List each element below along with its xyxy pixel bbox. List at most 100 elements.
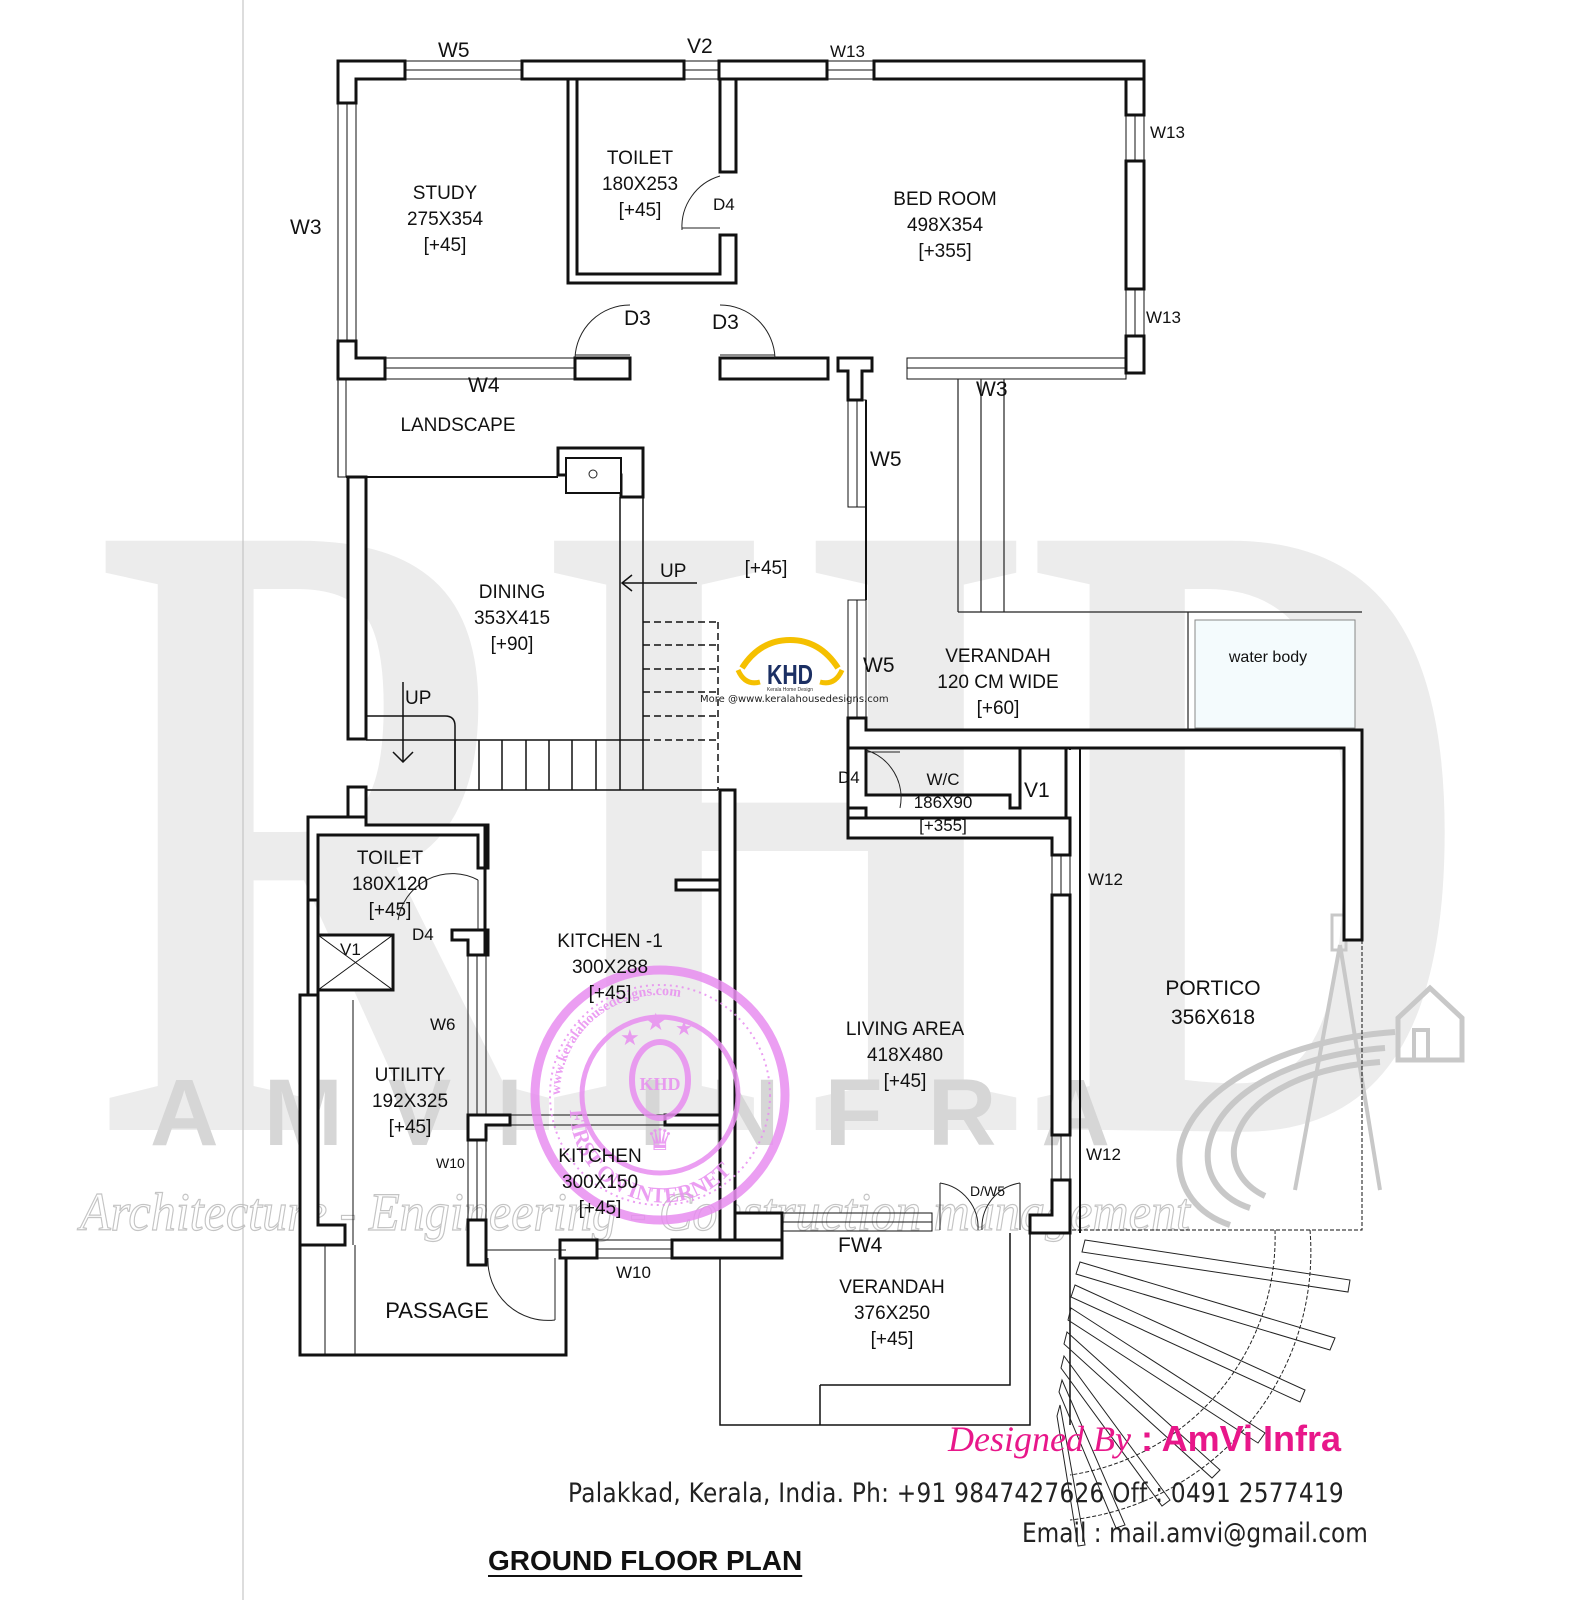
room-size: 180X253 <box>602 174 678 195</box>
room-kitchen: KITCHEN 300X150 [+45] <box>558 1146 641 1219</box>
star-icon: ★ <box>620 1025 640 1050</box>
room-size: 120 CM WIDE <box>937 672 1058 693</box>
room-size: 498X354 <box>907 215 984 236</box>
window-tag-w3: W3 <box>976 378 1008 401</box>
door-window-tag-dw5: D/W5 <box>970 1183 1005 1199</box>
room-portico: PORTICO 356X618 <box>1165 977 1260 1029</box>
door-tag-d4: D4 <box>713 195 735 214</box>
room-name: LIVING AREA <box>846 1019 965 1040</box>
door-tag-d4: D4 <box>838 768 860 787</box>
room-size: 275X354 <box>407 209 484 230</box>
room-size: 418X480 <box>867 1045 943 1066</box>
designed-by-label: Designed By <box>948 1419 1131 1459</box>
room-toilet-lower: TOILET 180X120 [+45] <box>352 848 428 921</box>
khd-logo-subtitle: Kerala Home Design <box>767 687 813 693</box>
designer-email: Email : mail.amvi@gmail.com <box>1022 1518 1368 1549</box>
room-level: [+45] <box>579 1198 622 1219</box>
window-tag-w13: W13 <box>1150 123 1185 142</box>
room-name: KITCHEN <box>558 1146 641 1167</box>
designed-by: Designed By : AmVi Infra <box>948 1418 1341 1460</box>
ventilator-tag-v2: V2 <box>687 35 713 58</box>
door-tag-d4: D4 <box>412 925 434 944</box>
outline-lines <box>337 379 1362 730</box>
window-tag-w4: W4 <box>468 374 500 397</box>
room-level: [+45] <box>389 1117 432 1138</box>
room-level: [+45] <box>589 983 632 1004</box>
window-tag-w3: W3 <box>290 216 322 239</box>
ventilator-tag-v1: V1 <box>340 940 361 959</box>
window-tag-w5: W5 <box>870 448 902 471</box>
room-name: water body <box>1228 649 1307 666</box>
room-name: KITCHEN -1 <box>557 931 663 952</box>
room-size: 376X250 <box>854 1303 930 1324</box>
stamp-center-text: KHD <box>639 1074 680 1094</box>
staircase <box>366 574 719 791</box>
room-name: DINING <box>479 582 546 603</box>
room-passage: PASSAGE <box>385 1298 489 1323</box>
room-level: [+45] <box>619 200 662 221</box>
designed-by-separator: : <box>1130 1418 1162 1459</box>
room-water-body: water body <box>1228 649 1307 666</box>
room-size: 356X618 <box>1171 1006 1255 1029</box>
water-body-area <box>1194 619 1356 729</box>
stair-up-label: UP <box>405 688 431 709</box>
drawing-title: GROUND FLOOR PLAN <box>488 1545 803 1576</box>
room-level: [+45] <box>884 1071 927 1092</box>
window-tag-w5: W5 <box>438 39 470 62</box>
opening-tags: W5 V2 W13 W13 W13 W3 D4 D3 D3 W4 W3 W5 W… <box>290 35 1185 1282</box>
window-tag-w10: W10 <box>436 1155 465 1171</box>
room-name: W/C <box>926 770 959 789</box>
room-name: BED ROOM <box>893 189 996 210</box>
room-name: STUDY <box>413 183 478 204</box>
star-icon: ★ <box>675 1018 693 1040</box>
room-level: [+90] <box>491 634 534 655</box>
room-labels: STUDY 275X354 [+45] TOILET 180X253 [+45] BED… <box>352 148 1307 1350</box>
room-stair-landing: [+45] <box>745 558 788 579</box>
watermark-group: RHD AMVI INFRA Architecture - Engineerin… <box>77 328 1475 1325</box>
crown-icon: ♛ <box>647 1124 674 1157</box>
star-icon: ★ <box>645 1009 667 1036</box>
door-swings <box>397 175 1021 1321</box>
room-size: 353X415 <box>474 608 550 629</box>
watermark-tagline: Architecture - Engineering - Constructio… <box>77 1182 1192 1242</box>
curved-steps <box>1056 1229 1351 1547</box>
room-landscape: LANDSCAPE <box>400 415 515 436</box>
room-name: UTILITY <box>375 1065 446 1086</box>
window-tag-fw4: FW4 <box>838 1234 883 1257</box>
door-tag-d3: D3 <box>712 311 739 334</box>
room-study: STUDY 275X354 [+45] <box>407 183 484 256</box>
window-tag-w12: W12 <box>1086 1145 1121 1164</box>
room-name: TOILET <box>607 148 674 169</box>
room-name: VERANDAH <box>839 1277 945 1298</box>
room-level: [+355] <box>919 816 967 835</box>
room-size: 300X150 <box>562 1172 638 1193</box>
designer-address: Palakkad, Kerala, India. Ph: +91 9847427… <box>568 1478 1344 1509</box>
room-living: LIVING AREA 418X480 [+45] <box>846 1019 965 1092</box>
room-size: 180X120 <box>352 874 428 895</box>
room-wc: W/C 186X90 [+355] <box>914 770 973 835</box>
room-level: [+355] <box>918 241 971 262</box>
room-level: [+45] <box>369 900 412 921</box>
floor-drain-icon <box>588 469 598 479</box>
room-toilet-upper: TOILET 180X253 [+45] <box>602 148 678 221</box>
khd-logo: KHD Kerala Home Design <box>735 636 845 693</box>
room-name: LANDSCAPE <box>400 415 515 436</box>
window-tag-w5: W5 <box>863 654 895 677</box>
window-tag-w13: W13 <box>830 42 865 61</box>
room-bedroom: BED ROOM 498X354 [+355] <box>893 189 996 262</box>
room-size: 186X90 <box>914 793 973 812</box>
room-level: [+45] <box>424 235 467 256</box>
room-level: [+45] <box>745 558 788 579</box>
designer-name: AmVi Infra <box>1161 1418 1341 1459</box>
window-tag-w13: W13 <box>1146 308 1181 327</box>
ventilator-tag-v1: V1 <box>1024 779 1050 802</box>
khd-website-caption: More @www.keralahousedesigns.com <box>700 694 889 705</box>
room-name: PORTICO <box>1165 977 1260 1000</box>
compass-house-logo-icon <box>1176 913 1465 1228</box>
room-name: TOILET <box>357 848 424 869</box>
window-tag-w10: W10 <box>616 1263 651 1282</box>
